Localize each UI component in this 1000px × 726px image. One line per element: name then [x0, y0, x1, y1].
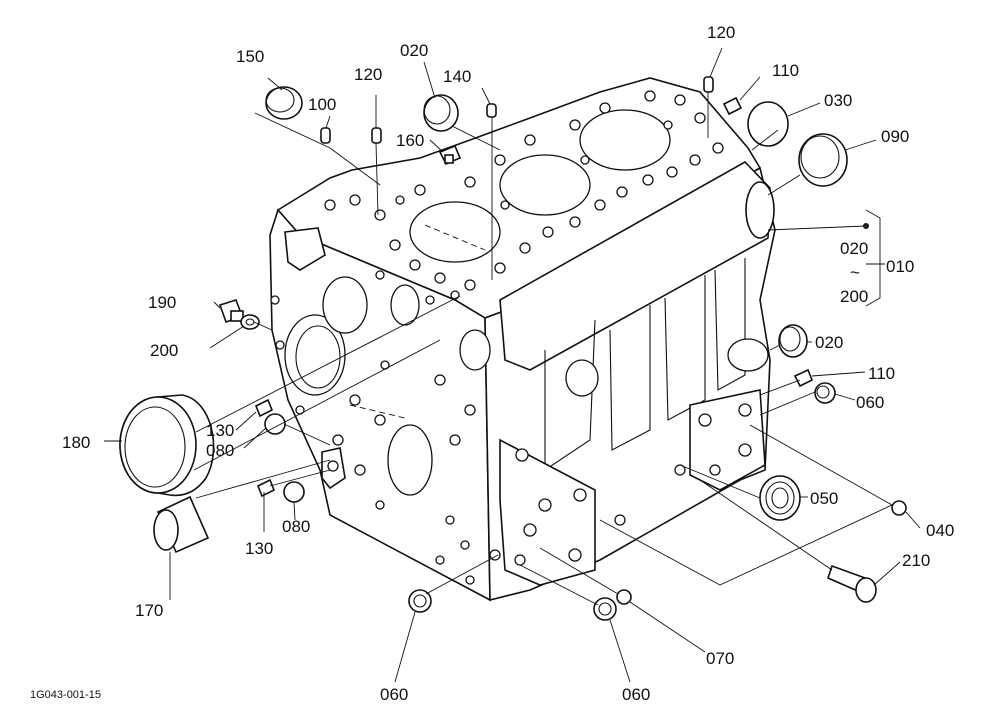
label-010: 010 [886, 257, 914, 276]
part-050-seal-ring [759, 475, 801, 521]
front-large-bore-3 [387, 424, 433, 496]
part-200-washer [240, 314, 260, 330]
leader-lines [104, 47, 921, 683]
part-080-plug-lower [283, 481, 305, 503]
label-200-range: 200 [840, 287, 868, 306]
side-oil-port [565, 359, 599, 397]
label-080-lower: 080 [282, 517, 310, 536]
part-190-plug-bolt [218, 299, 244, 324]
part-110-pin-right [793, 368, 814, 388]
side-boss [727, 338, 769, 372]
callout-labels: 150 100 120 020 140 160 120 110 030 090 … [30, 23, 954, 704]
deck-holes [324, 90, 724, 291]
label-110-right: 110 [868, 364, 895, 383]
label-020-top: 020 [400, 41, 428, 60]
part-110-pin-top [722, 96, 743, 116]
label-120-right: 120 [707, 23, 735, 42]
label-range-tilde: ~ [850, 263, 860, 282]
part-070-plug [616, 589, 632, 605]
part-140-pin [486, 103, 497, 118]
part-130-pin-lower [256, 478, 276, 498]
label-120-left: 120 [354, 65, 382, 84]
label-100: 100 [308, 95, 336, 114]
part-060-plug-right [814, 382, 836, 404]
label-160: 160 [396, 131, 424, 150]
front-medium-bore [459, 329, 491, 371]
camshaft-bore-rail [499, 160, 771, 371]
part-060-plug-lower-left [408, 589, 432, 613]
label-110-top: 110 [772, 61, 799, 80]
label-020-right: 020 [815, 333, 843, 352]
label-180: 180 [62, 433, 90, 452]
label-150: 150 [236, 47, 264, 66]
label-130-lower: 130 [245, 539, 273, 558]
part-040-plug [891, 500, 907, 516]
label-050: 050 [810, 489, 838, 508]
label-060-lower-right: 060 [622, 685, 650, 704]
side-rib-3 [664, 275, 706, 421]
side-mount-flange-front [499, 438, 596, 586]
label-040: 040 [926, 521, 954, 540]
label-170: 170 [135, 601, 163, 620]
label-030: 030 [824, 91, 852, 110]
part-210-bolt [827, 564, 877, 603]
part-170-plug [153, 495, 210, 554]
part-090-plug [798, 133, 848, 187]
part-150-plug [265, 86, 303, 120]
part-160-bolt [438, 144, 462, 166]
label-210: 210 [902, 551, 930, 570]
front-face-bolt-holes [270, 270, 501, 585]
part-180-oil-seal [119, 394, 215, 497]
label-060-lower-left: 060 [380, 685, 408, 704]
label-130-upper: 130 [206, 421, 234, 440]
side-rib-4 [714, 258, 746, 391]
label-140: 140 [443, 67, 471, 86]
part-120-pin-left [371, 127, 382, 144]
label-090: 090 [881, 127, 909, 146]
range-bracket-010 [865, 209, 881, 307]
part-120-pin-right [703, 76, 714, 93]
label-060-right: 060 [856, 393, 884, 412]
label-080-upper: 080 [206, 441, 234, 460]
part-100-pin [320, 127, 331, 144]
front-crank-seal-bore-inner [295, 325, 341, 389]
cylinder-bore-2 [499, 154, 591, 216]
drawing-code: 1G043-001-15 [30, 689, 101, 701]
front-mount-hole [327, 460, 339, 472]
cylinder-block [269, 77, 776, 602]
front-large-bore-2 [390, 284, 420, 326]
front-cover-boss [284, 227, 326, 271]
part-060-plug-lower-right [593, 597, 617, 621]
camshaft-bore-end [745, 181, 775, 239]
label-020-range: 020 [840, 239, 868, 258]
part-020-plug-top [423, 94, 459, 132]
part-130-pin-upper [254, 398, 274, 418]
label-070: 070 [706, 649, 734, 668]
cylinder-bore-1 [409, 201, 501, 263]
front-large-bore-1 [322, 276, 368, 334]
cylinder-bore-3 [579, 109, 671, 171]
side-rib-2 [609, 305, 651, 451]
part-030-plug [747, 101, 789, 147]
part-020-plug-right [778, 324, 808, 358]
label-190: 190 [148, 293, 176, 312]
label-200: 200 [150, 341, 178, 360]
